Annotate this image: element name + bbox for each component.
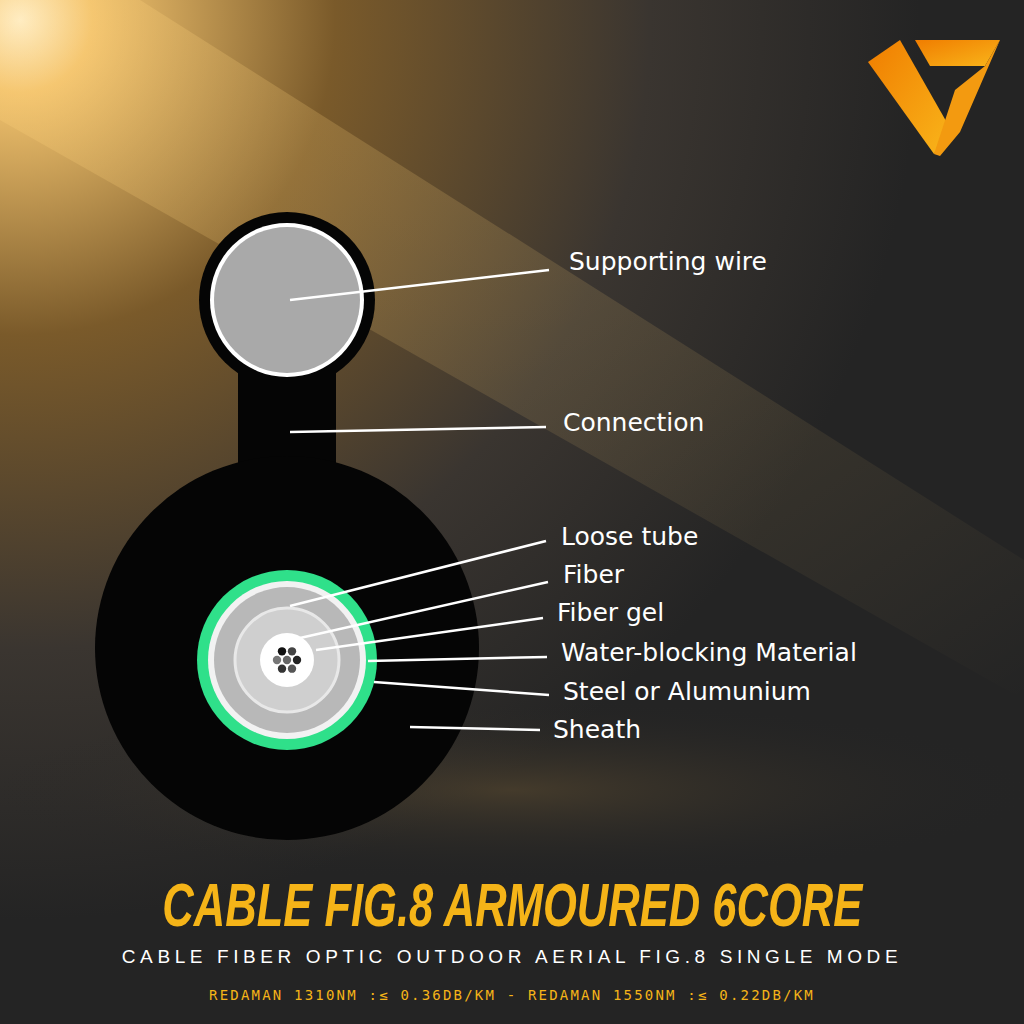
spec-note: REDAMAN 1310NM :≤ 0.36DB/KM - REDAMAN 15…: [209, 985, 815, 1005]
sheath: [95, 456, 479, 840]
title: CABLE FIG.8 ARMOURED 6CORE: [162, 870, 862, 940]
upper-sheath: [199, 212, 375, 388]
fiber-core: [273, 656, 281, 664]
fiber-core: [278, 647, 286, 655]
leader-line: [290, 270, 549, 300]
cable: [95, 212, 479, 840]
leader-line: [410, 727, 540, 730]
water-blocking: [208, 581, 366, 739]
leader-line: [316, 618, 543, 650]
part-label: Loose tube: [561, 522, 698, 552]
caption: CABLE FIBER OPTIC OUTDOOR AERIAL FIG.8 S…: [122, 945, 902, 969]
part-label: Water-blocking Material: [561, 638, 857, 668]
leader-line: [290, 427, 546, 432]
leader-line: [374, 682, 549, 695]
fiber-core: [278, 664, 286, 672]
part-label: Fiber gel: [557, 598, 664, 628]
part-label: Sheath: [553, 715, 641, 745]
fibers: [273, 647, 301, 673]
supporting-wire: [214, 227, 360, 373]
part-label: Connection: [563, 408, 704, 438]
fiber-core: [288, 647, 296, 655]
part-label: Fiber: [563, 560, 624, 590]
fiber-core: [288, 664, 296, 672]
part-label: Steel or Alumunium: [563, 677, 811, 707]
leader-line: [300, 582, 548, 638]
loose-tube: [214, 587, 360, 733]
leader-line: [368, 657, 547, 661]
leader-line: [290, 541, 546, 606]
logo: [868, 40, 1000, 156]
leader-lines: [290, 270, 549, 730]
fiber-bundle: [260, 633, 314, 687]
part-label: Supporting wire: [569, 247, 767, 277]
fiber-core: [293, 656, 301, 664]
wire-border: [210, 223, 364, 377]
fiber-core: [283, 656, 291, 664]
fiber-gel: [235, 608, 339, 712]
steel-armour: [197, 570, 377, 750]
